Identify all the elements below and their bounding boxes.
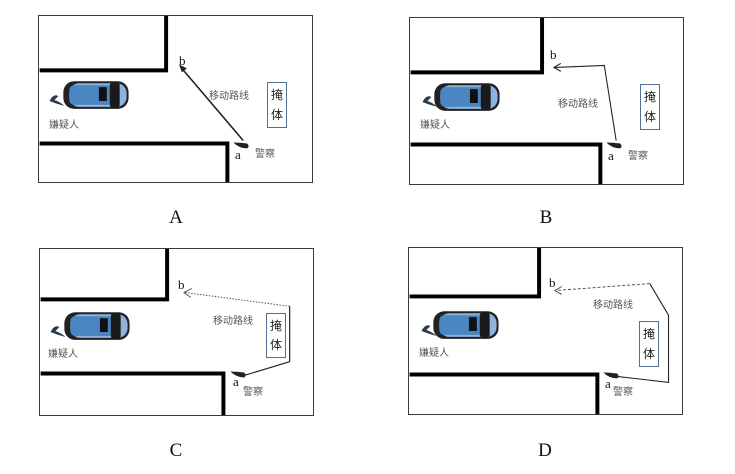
- route-label: 移动路线: [213, 316, 253, 327]
- route-arrowhead: [552, 62, 562, 72]
- cover-char-1: 掩: [269, 318, 282, 333]
- police-label: 警察: [613, 387, 633, 398]
- caption-a: A: [169, 207, 183, 228]
- point-b-label: b: [549, 275, 556, 290]
- caption-c: C: [169, 440, 183, 461]
- route-arrowhead: [183, 288, 193, 298]
- cover-box: 掩 体: [267, 82, 287, 128]
- police-icon: [603, 372, 619, 379]
- lower-wall: [409, 372, 600, 414]
- car-icon: [64, 312, 130, 340]
- cover-char-2: 体: [642, 347, 655, 361]
- suspect-label: 嫌疑人: [420, 120, 450, 131]
- lower-wall: [40, 371, 226, 415]
- point-b-label: b: [179, 53, 186, 68]
- route-path-a: [178, 64, 244, 142]
- police-icon: [233, 142, 249, 149]
- route-label: 移动路线: [593, 300, 633, 311]
- suspect-label: 嫌疑人: [419, 348, 449, 359]
- suspect-icon: [49, 95, 65, 106]
- walls: [409, 248, 600, 414]
- route-arrowhead: [553, 286, 563, 295]
- caption-d: D: [538, 440, 552, 461]
- route-path-d: [553, 283, 670, 383]
- cover-char-1: 掩: [642, 327, 655, 341]
- upper-wall: [40, 249, 170, 302]
- suspect-icon: [422, 96, 438, 107]
- route-label: 移动路线: [209, 91, 249, 102]
- scene-b: [410, 18, 622, 184]
- lower-wall: [410, 142, 603, 184]
- scene-a: [39, 16, 249, 182]
- caption-b: B: [539, 207, 553, 228]
- panel-a: b a 警察 嫌疑人 移动路线 掩 体: [38, 15, 313, 183]
- walls: [39, 16, 230, 182]
- police-label: 警察: [255, 149, 275, 160]
- route-path-b: [552, 62, 617, 141]
- cover-box: 掩 体: [266, 313, 286, 358]
- route-arrowhead: [178, 64, 187, 73]
- upper-wall: [410, 18, 545, 75]
- walls: [40, 249, 226, 415]
- suspect-label: 嫌疑人: [49, 120, 79, 131]
- walls: [410, 18, 603, 184]
- cover-char-2: 体: [270, 108, 283, 122]
- suspect-label: 嫌疑人: [48, 349, 78, 360]
- upper-wall: [39, 16, 169, 73]
- panel-d: b a 警察 嫌疑人 移动路线 掩 体: [408, 247, 683, 415]
- route-path-c: [183, 288, 291, 377]
- cover-box: 掩 体: [640, 84, 660, 130]
- point-a-label: a: [235, 147, 241, 162]
- scene-c: [40, 249, 291, 415]
- car-icon: [434, 83, 500, 111]
- panel-b: b a 警察 嫌疑人 移动路线 掩 体: [409, 17, 684, 185]
- police-label: 警察: [628, 151, 648, 162]
- point-a-label: a: [605, 376, 611, 391]
- point-a-label: a: [608, 148, 614, 163]
- cover-char-1: 掩: [270, 88, 283, 102]
- police-icon: [230, 371, 246, 378]
- route-label: 移动路线: [558, 99, 598, 110]
- point-a-label: a: [233, 374, 239, 389]
- cover-char-2: 体: [643, 110, 656, 124]
- cover-box: 掩 体: [639, 321, 659, 367]
- police-label: 警察: [243, 387, 263, 398]
- cover-char-1: 掩: [643, 90, 656, 104]
- panel-c: b a 警察 嫌疑人 移动路线 掩 体: [39, 248, 314, 416]
- upper-wall: [409, 248, 542, 299]
- point-b-label: b: [550, 47, 557, 62]
- car-icon: [433, 311, 499, 339]
- point-b-label: b: [178, 277, 185, 292]
- scene-d: [409, 248, 670, 414]
- lower-wall: [39, 141, 230, 182]
- suspect-icon: [421, 325, 437, 336]
- police-icon: [606, 142, 622, 149]
- car-icon: [63, 81, 129, 109]
- cover-char-2: 体: [269, 338, 282, 353]
- suspect-icon: [50, 326, 66, 337]
